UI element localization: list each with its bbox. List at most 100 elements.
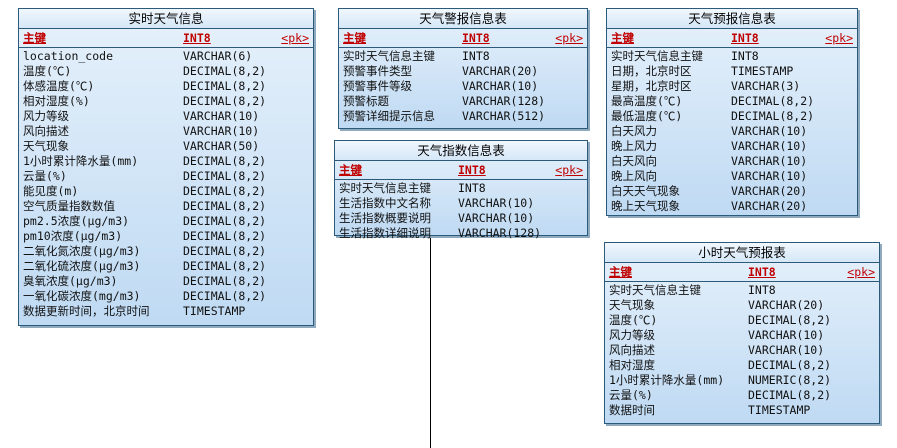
column-row[interactable]: 生活指数详细说明 VARCHAR(128) [339,226,583,241]
column-type: VARCHAR(10) [458,211,535,225]
column-row[interactable]: 风力等级 VARCHAR(10) [23,109,309,124]
column-name: 体感温度(℃) [23,79,95,93]
column-row[interactable]: 最低温度(℃)DECIMAL(8,2) [611,109,853,124]
column-type: VARCHAR(10) [183,109,260,123]
column-name: 预警标题 [343,94,389,108]
column-type: INT8 [462,49,490,63]
column-name: 主键 [23,31,46,45]
column-type: TIMESTAMP [731,64,794,78]
column-row[interactable]: 晚上风向 VARCHAR(10) [611,169,853,184]
column-row[interactable]: 相对湿度(%)DECIMAL(8,2) [23,94,309,109]
column-name: 晚上风向 [611,169,657,183]
column-row[interactable]: 温度(℃)DECIMAL(8,2) [23,64,309,79]
pk-separator [19,47,313,48]
column-row[interactable]: pm2.5浓度(μg/m3)DECIMAL(8,2) [23,214,309,229]
column-name: 风力等级 [23,109,69,123]
column-name: 生活指数详细说明 [339,226,431,240]
column-type: DECIMAL(8,2) [183,274,267,288]
column-name: 数据时间 [609,403,655,417]
column-type: VARCHAR(10) [462,79,539,93]
column-type: DECIMAL(8,2) [183,214,267,228]
entity-title: 小时天气预报表 [605,243,879,263]
column-row[interactable]: 能见度(m)DECIMAL(8,2) [23,184,309,199]
column-row[interactable]: 最高温度(℃)DECIMAL(8,2) [611,94,853,109]
column-row[interactable]: 二氧化氮浓度(μg/m3)DECIMAL(8,2) [23,244,309,259]
column-row[interactable]: 温度(℃)DECIMAL(8,2) [609,313,875,328]
column-name: 风向描述 [609,343,655,357]
column-type: DECIMAL(8,2) [183,229,267,243]
column-name: 1小时累计降水量(mm) [23,154,139,168]
column-name: 1小时累计降水量(mm) [609,373,725,387]
column-row[interactable]: 日期，北京时区 TIMESTAMP [611,64,853,79]
relationship-line [430,236,431,448]
column-name: 主键 [609,265,632,279]
column-type: DECIMAL(8,2) [183,184,267,198]
column-name: 实时天气信息主键 [611,49,703,63]
column-type: VARCHAR(128) [458,226,542,240]
column-type: DECIMAL(8,2) [748,388,832,402]
column-row[interactable]: 臭氧浓度(μg/m3)DECIMAL(8,2) [23,274,309,289]
column-row[interactable]: 1小时累计降水量(mm)DECIMAL(8,2) [23,154,309,169]
column-name: 日期，北京时区 [611,64,692,78]
column-row[interactable]: 二氧化硫浓度(μg/m3)DECIMAL(8,2) [23,259,309,274]
column-name: 一氧化碳浓度(mg/m3) [23,289,141,303]
column-row[interactable]: pm10浓度(μg/m3)DECIMAL(8,2) [23,229,309,244]
column-name: 主键 [339,163,362,177]
column-type: VARCHAR(20) [748,298,825,312]
column-type: DECIMAL(8,2) [731,94,815,108]
column-row[interactable]: 体感温度(℃)DECIMAL(8,2) [23,79,309,94]
column-row[interactable]: 云量(%)DECIMAL(8,2) [609,388,875,403]
column-type: VARCHAR(10) [183,124,260,138]
column-row[interactable]: 1小时累计降水量(mm)NUMERIC(8,2) [609,373,875,388]
column-name: 数据更新时间，北京时间 [23,304,150,318]
column-row[interactable]: 云量(%)DECIMAL(8,2) [23,169,309,184]
pk-marker: <pk> [555,163,583,177]
column-type: DECIMAL(8,2) [183,289,267,303]
column-type: VARCHAR(10) [731,139,808,153]
column-type: INT8 [731,31,759,45]
column-row[interactable]: 一氧化碳浓度(mg/m3) DECIMAL(8,2) [23,289,309,304]
pk-separator [607,47,857,48]
column-type: VARCHAR(10) [731,169,808,183]
entity-title: 实时天气信息 [19,9,313,29]
